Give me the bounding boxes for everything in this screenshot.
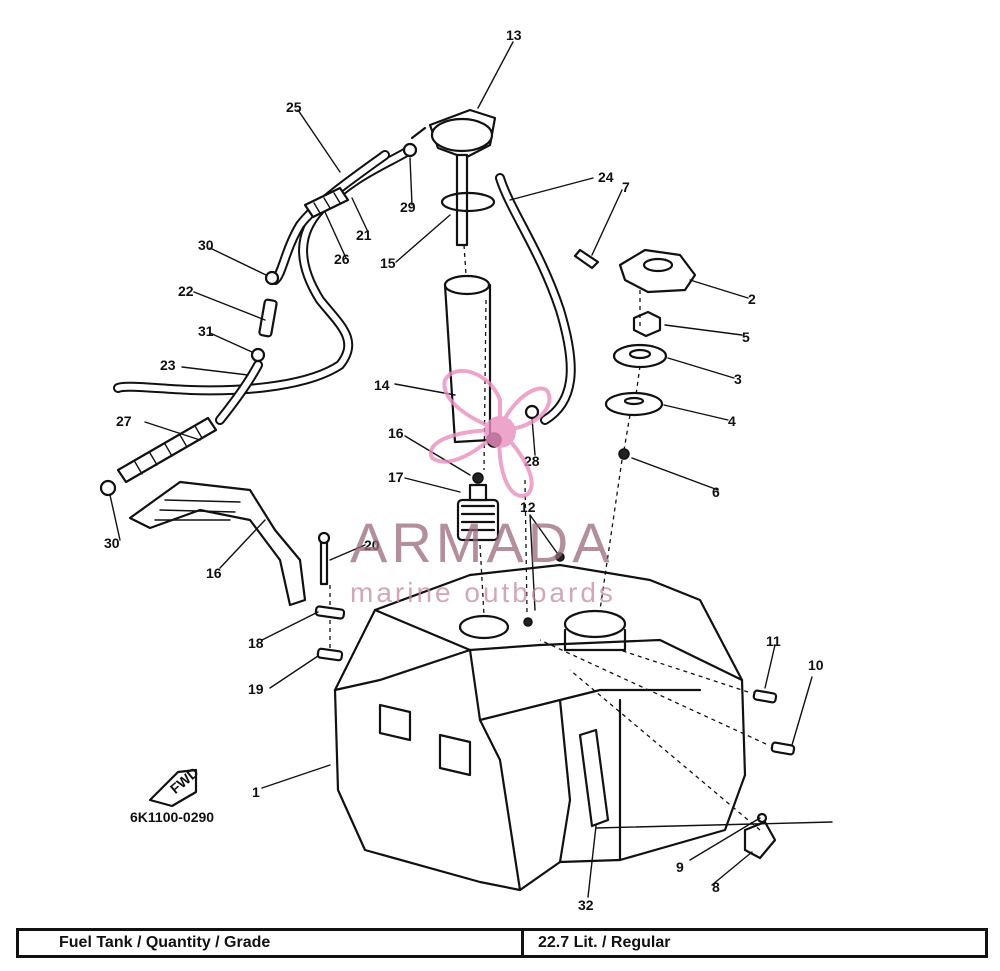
part-label-1: 1: [252, 784, 260, 800]
part-label-6: 6: [712, 484, 720, 500]
part-label-21: 20: [364, 537, 380, 553]
filter-centerline: [524, 479, 528, 613]
part-label-2: 2: [748, 291, 756, 307]
fuel-hoses: [113, 145, 576, 484]
part-label-12: 12: [520, 499, 536, 515]
sender-gasket: [440, 191, 496, 213]
part-label-19: 18: [248, 635, 264, 651]
fuel-sender-unit: [410, 108, 497, 247]
part-label-26: 25: [286, 99, 302, 115]
part-label-27: 26: [334, 251, 350, 267]
tank-bracket: [128, 480, 307, 607]
part-label-31b: 31: [198, 323, 214, 339]
fuel-tank: [333, 563, 747, 892]
part-label-22: 21: [356, 227, 372, 243]
part-label-4: 4: [728, 413, 736, 429]
armada-watermark: ARMADA marine outboards: [350, 369, 616, 608]
part-label-30a: 29: [400, 199, 416, 215]
part-labels: 1 2 3 4 5 6 7 8 9 10 11 12 13 14 15 16 1…: [104, 27, 824, 913]
bolt-centerlines: [329, 585, 767, 831]
fuel-strainer-tube: [443, 274, 502, 448]
part-label-31a: 30: [198, 237, 214, 253]
part-label-16b: 16: [206, 565, 222, 581]
part-label-32: 32: [578, 897, 594, 913]
watermark-tagline: marine outboards: [350, 577, 616, 608]
part-label-10: 10: [808, 657, 824, 673]
leader-lines: [109, 41, 833, 898]
part-label-30b: 30: [104, 535, 120, 551]
filler-centerline: [599, 290, 641, 611]
part-label-23: 22: [178, 283, 194, 299]
propeller-logo-icon: [428, 369, 552, 498]
fasteners: [314, 531, 796, 860]
spec-label: Fuel Tank / Quantity / Grade: [19, 931, 524, 955]
spec-table: Fuel Tank / Quantity / Grade 22.7 Lit. /…: [16, 928, 988, 958]
part-label-17: 17: [388, 469, 404, 485]
sender-centerline: [463, 244, 487, 616]
filler-cap-assembly: [573, 248, 697, 460]
part-label-15: 15: [380, 255, 396, 271]
part-label-5: 5: [742, 329, 750, 345]
part-label-14: 14: [374, 377, 390, 393]
part-label-8: 8: [712, 879, 720, 895]
fuel-filter: [456, 472, 500, 542]
part-label-25: 24: [598, 169, 614, 185]
part-label-24: 23: [160, 357, 176, 373]
part-label-20: 19: [248, 681, 264, 697]
part-label-28: 27: [116, 413, 132, 429]
drawing-code: 6K1100-0290: [130, 809, 214, 825]
spec-value: 22.7 Lit. / Regular: [538, 934, 671, 951]
watermark-brand: ARMADA: [350, 511, 614, 574]
part-label-16a: 16: [388, 425, 404, 441]
part-label-9: 9: [676, 859, 684, 875]
forward-arrow-icon: FWD: [148, 764, 202, 808]
part-label-3: 3: [734, 371, 742, 387]
hose-clips: [99, 142, 540, 497]
part-label-11: 11: [766, 633, 781, 649]
part-label-7: 7: [622, 179, 630, 195]
part-label-13: 13: [506, 27, 522, 43]
